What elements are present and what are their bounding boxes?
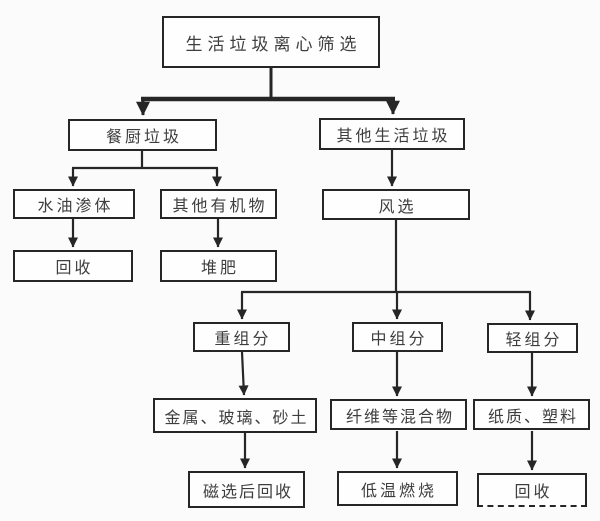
node-household-waste-centrifugal-screening: 生活垃圾离心筛选: [162, 16, 380, 68]
node-other-organics: 其他有机物: [160, 189, 277, 219]
node-magnetic-separation-recycle: 磁选后回收: [188, 471, 305, 508]
node-metal-glass-sand: 金属、玻璃、砂土: [153, 398, 317, 433]
node-paper-plastic: 纸质、塑料: [473, 399, 590, 430]
node-other-household-waste: 其他生活垃圾: [319, 118, 465, 150]
node-recycle-left: 回收: [13, 250, 133, 282]
node-recycle-right: 回收: [477, 473, 587, 507]
node-air-classification: 风选: [322, 189, 470, 220]
edge-to-metal-glass-sand: [238, 351, 249, 396]
node-light-fraction: 轻组分: [487, 323, 578, 353]
node-kitchen-waste: 餐厨垃圾: [68, 119, 217, 151]
node-water-oil-permeate: 水油渗体: [13, 189, 135, 219]
node-fiber-mixture: 纤维等混合物: [330, 399, 467, 430]
node-middle-fraction: 中组分: [352, 322, 443, 352]
node-compost: 堆肥: [160, 250, 277, 282]
node-heavy-fraction: 重组分: [193, 322, 290, 352]
node-low-temp-combustion: 低温燃烧: [337, 471, 458, 506]
